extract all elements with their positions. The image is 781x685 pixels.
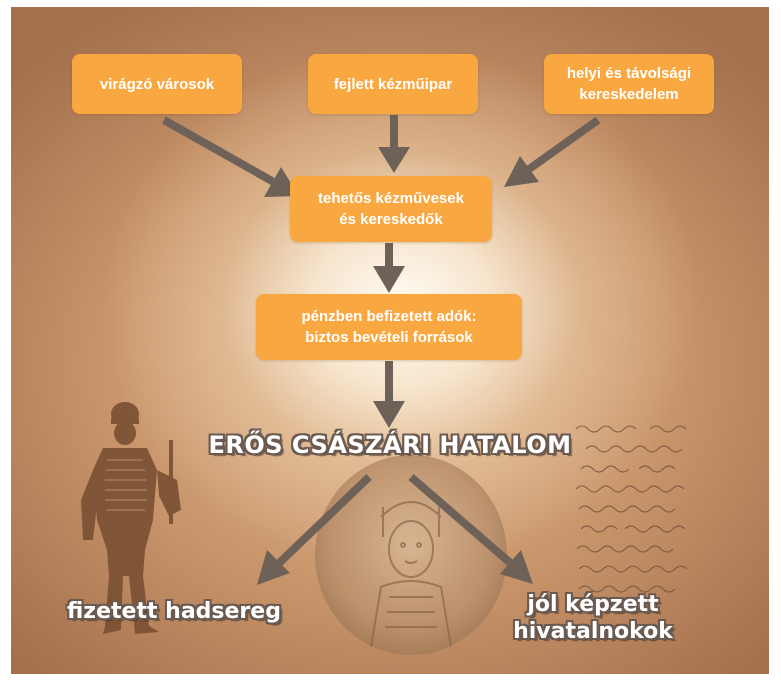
- box-kereskedelem: helyi és távolsági kereskedelem: [544, 54, 714, 114]
- box-label: virágzó városok: [99, 75, 215, 93]
- box-label-line2: és kereskedők: [339, 211, 443, 228]
- box-label-line1: tehetős kézművesek: [318, 190, 464, 207]
- outcome-hivatalnokok: jól képzett hivatalnokok: [503, 591, 683, 645]
- box-label-line2: kereskedelem: [579, 86, 679, 103]
- box-tehetos-kezmuvesek: tehetős kézművesek és kereskedők: [290, 176, 492, 242]
- box-label-line1: helyi és távolsági: [566, 65, 692, 82]
- arrow-tehetos-to-adok: [373, 243, 405, 293]
- diagram-frame: virágzó városok fejlett kézműipar helyi …: [11, 7, 769, 674]
- arrow-adok-to-title: [373, 361, 405, 428]
- arrow-kereskedelem-to-tehetos: [504, 116, 601, 187]
- box-penzben-adok: pénzben befizetett adók: biztos bevételi…: [256, 294, 522, 360]
- box-label-line1: pénzben befizetett adók:: [301, 308, 477, 325]
- arrow-title-to-hivatalnokok: [408, 473, 533, 584]
- box-viragzo-varosok: virágzó városok: [72, 54, 242, 114]
- box-label-line2: biztos bevételi források: [305, 329, 473, 346]
- manuscript-image: [575, 425, 688, 593]
- arrow-varosok-to-tehetos: [162, 116, 299, 197]
- box-fejlett-kezmuipar: fejlett kézműipar: [308, 54, 478, 114]
- outcome-line2: hivatalnokok: [513, 619, 673, 644]
- outcome-line1: jól képzett: [527, 592, 659, 617]
- arrow-kezmuipar-to-tehetos: [378, 115, 410, 173]
- box-label: fejlett kézműipar: [333, 75, 453, 93]
- diagram-title: ERŐS CSÁSZÁRI HATALOM: [208, 431, 572, 459]
- soldier-image: [81, 402, 181, 634]
- arrows-layer: [162, 115, 601, 585]
- arrow-title-to-hadsereg: [257, 474, 372, 585]
- coin-image: [315, 455, 507, 655]
- outcome-hadsereg: fizetett hadsereg: [67, 599, 281, 624]
